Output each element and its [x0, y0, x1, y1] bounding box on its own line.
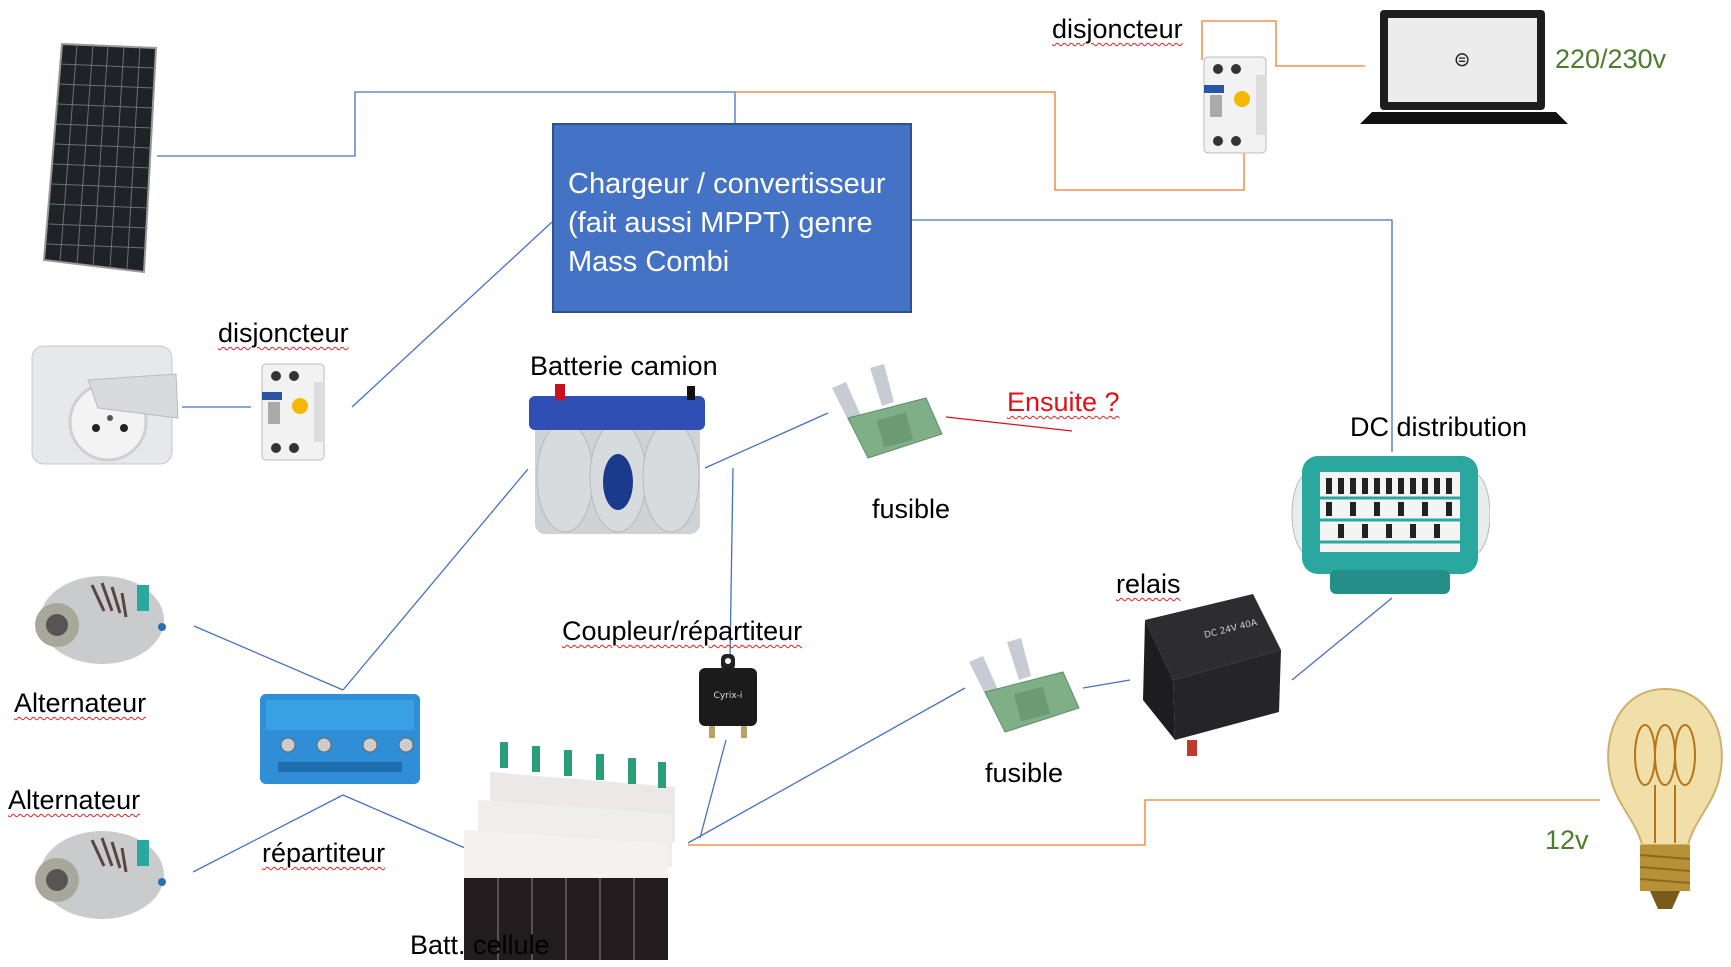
circuit-breaker-icon[interactable]	[1200, 55, 1280, 155]
alternateur-2-label: Alternateur	[8, 785, 141, 815]
relais-label: relais	[1116, 569, 1181, 599]
voltage-dc-label: 12v	[1545, 825, 1589, 855]
wire-breaker-top-to-laptop	[1201, 20, 1365, 67]
wire-cell-battery-to-bulb	[688, 799, 1600, 846]
laptop-icon[interactable]: ⊜	[1360, 8, 1570, 126]
battery-icon[interactable]	[525, 382, 710, 542]
wire-breaker-to-charger	[351, 221, 553, 408]
wire-fuse-to-ensuite	[945, 416, 1073, 432]
dc-distribution-icon[interactable]	[1290, 452, 1490, 600]
alternator-icon[interactable]	[22, 820, 182, 935]
repartiteur-label: répartiteur	[262, 838, 386, 868]
wire-alternator2-to-isolator	[192, 794, 344, 873]
wire-truck-battery-to-fuse	[704, 412, 829, 469]
batt-cellule-label: Batt. cellule	[410, 930, 550, 960]
fuse-icon[interactable]	[965, 632, 1085, 742]
disjoncteur-top-label: disjoncteur	[1052, 14, 1183, 44]
wire-coupler-to-cell-battery	[699, 739, 727, 839]
wire-isolator-to-cell-battery	[342, 794, 466, 849]
wire-isolator-to-truck-battery	[342, 468, 529, 691]
wire-charger-to-breaker-top	[735, 91, 1245, 191]
light-bulb-icon[interactable]	[1600, 685, 1730, 915]
wire-charger-to-dc-distribution	[912, 219, 1393, 452]
power-outlet-icon[interactable]	[28, 338, 183, 468]
wire-truck-battery-to-coupler	[729, 467, 734, 659]
alternator-icon[interactable]	[22, 565, 182, 680]
ensuite-label: Ensuite ?	[1007, 387, 1120, 417]
dc-distribution-label: DC distribution	[1350, 412, 1528, 442]
solar-panel-icon[interactable]	[40, 40, 160, 275]
charger-line-1: Chargeur / convertisseur	[568, 168, 886, 200]
wire-solar-to-charger	[157, 91, 736, 157]
battery-isolator-icon[interactable]	[258, 690, 423, 790]
svg-text:Cyrix-i: Cyrix-i	[714, 691, 743, 701]
svg-text:⊜: ⊜	[1454, 47, 1471, 71]
batterie-camion-label: Batterie camion	[530, 351, 718, 381]
charger-line-3: Mass Combi	[568, 246, 730, 278]
alternateur-1-label: Alternateur	[14, 688, 147, 718]
wire-alternator1-to-isolator	[193, 625, 344, 691]
charger-line-2: (fait aussi MPPT) genre	[568, 207, 873, 239]
coupleur-label: Coupleur/répartiteur	[562, 616, 803, 646]
circuit-breaker-icon[interactable]	[258, 362, 338, 462]
charger-converter-box[interactable]: Chargeur / convertisseur (fait aussi MPP…	[552, 123, 912, 313]
fuse-icon[interactable]	[828, 358, 948, 468]
wire-relay-to-dc-distribution	[1291, 597, 1393, 681]
fusible-bottom-label: fusible	[985, 758, 1064, 788]
wire-fuse-to-relay	[1082, 679, 1131, 689]
wire-cell-battery-to-fuse	[687, 687, 966, 844]
voltage-ac-label: 220/230v	[1555, 44, 1667, 74]
disjoncteur-left-label: disjoncteur	[218, 318, 349, 348]
battery-bank-icon[interactable]	[460, 732, 685, 964]
battery-coupler-icon[interactable]: Cyrix-i	[693, 652, 763, 744]
fusible-top-label: fusible	[872, 494, 951, 524]
charger-converter-label: Chargeur / convertisseur (fait aussi MPP…	[568, 165, 886, 282]
relay-icon[interactable]: DC 24V 40A	[1135, 590, 1285, 760]
